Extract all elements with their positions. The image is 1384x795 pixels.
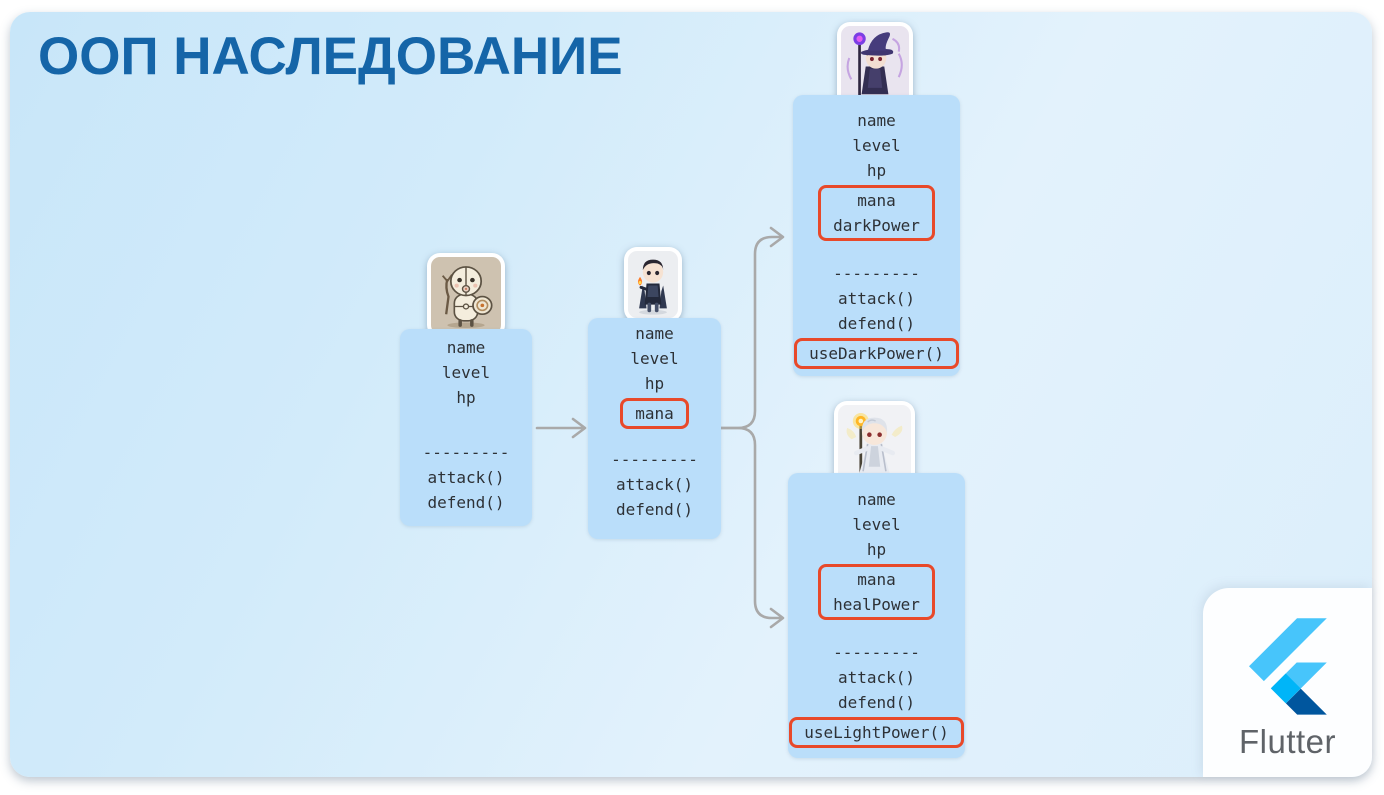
method-attack: attack() <box>615 475 694 494</box>
field-name: name <box>446 338 486 357</box>
highlight-new-fields: mana darkPower <box>818 185 935 241</box>
field-level: level <box>852 515 901 534</box>
baby-warrior-image <box>431 257 501 334</box>
field-hp: hp <box>456 388 476 407</box>
field-hp: hp <box>866 161 887 180</box>
class-card-base: name level hp --------- attack() defend(… <box>400 329 532 526</box>
arrow-base-to-mage <box>535 417 587 439</box>
flutter-logo-icon <box>1248 618 1327 715</box>
field-darkpower: darkPower <box>833 216 920 235</box>
highlight-new-method: useDarkPower() <box>794 338 959 369</box>
highlight-new-fields: mana healPower <box>818 564 935 620</box>
method-defend: defend() <box>837 693 916 712</box>
field-mana: mana <box>857 570 896 589</box>
highlight-new-method: useLightPower() <box>789 717 964 748</box>
method-uselightpower: useLightPower() <box>804 723 949 742</box>
method-usedarkpower: useDarkPower() <box>809 344 944 363</box>
field-hp: hp <box>644 374 665 393</box>
dark-wizard-image <box>841 26 909 107</box>
field-mana: mana <box>857 191 896 210</box>
separator-line: --------- <box>422 443 510 462</box>
slide-canvas: ООП НАСЛЕДОВАНИЕ <box>10 12 1372 777</box>
page-title: ООП НАСЛЕДОВАНИЕ <box>38 27 623 86</box>
field-name: name <box>857 111 896 130</box>
method-defend: defend() <box>837 314 916 333</box>
arrow-mage-to-dark-wizard <box>719 226 785 430</box>
highlight-new-fields: mana <box>620 398 689 429</box>
field-level: level <box>852 136 901 155</box>
method-attack: attack() <box>837 289 916 308</box>
flutter-wordmark: Flutter <box>1238 723 1337 760</box>
base-class-avatar <box>427 253 505 338</box>
mage-class-avatar <box>624 247 682 322</box>
field-mana: mana <box>635 404 674 423</box>
field-level: level <box>441 363 491 382</box>
arrow-mage-to-light-healer <box>719 426 785 629</box>
field-level: level <box>630 349 679 368</box>
flame-mage-image <box>628 251 678 318</box>
field-healpower: healPower <box>833 595 920 614</box>
field-name: name <box>635 324 674 343</box>
separator-line: --------- <box>611 450 698 469</box>
light-healer-image <box>838 405 911 485</box>
method-defend: defend() <box>615 500 694 519</box>
class-card-light-healer: name level hp mana healPower --------- a… <box>788 473 965 758</box>
class-card-dark-wizard: name level hp mana darkPower --------- a… <box>793 95 960 376</box>
field-hp: hp <box>866 540 887 559</box>
separator-line: --------- <box>833 264 920 283</box>
separator-line: --------- <box>833 643 920 662</box>
field-name: name <box>857 490 896 509</box>
flutter-brand-card: Flutter <box>1203 588 1372 777</box>
method-attack: attack() <box>837 668 916 687</box>
method-defend: defend() <box>427 493 505 512</box>
class-card-mage: name level hp mana --------- attack() de… <box>588 318 721 539</box>
method-attack: attack() <box>427 468 505 487</box>
